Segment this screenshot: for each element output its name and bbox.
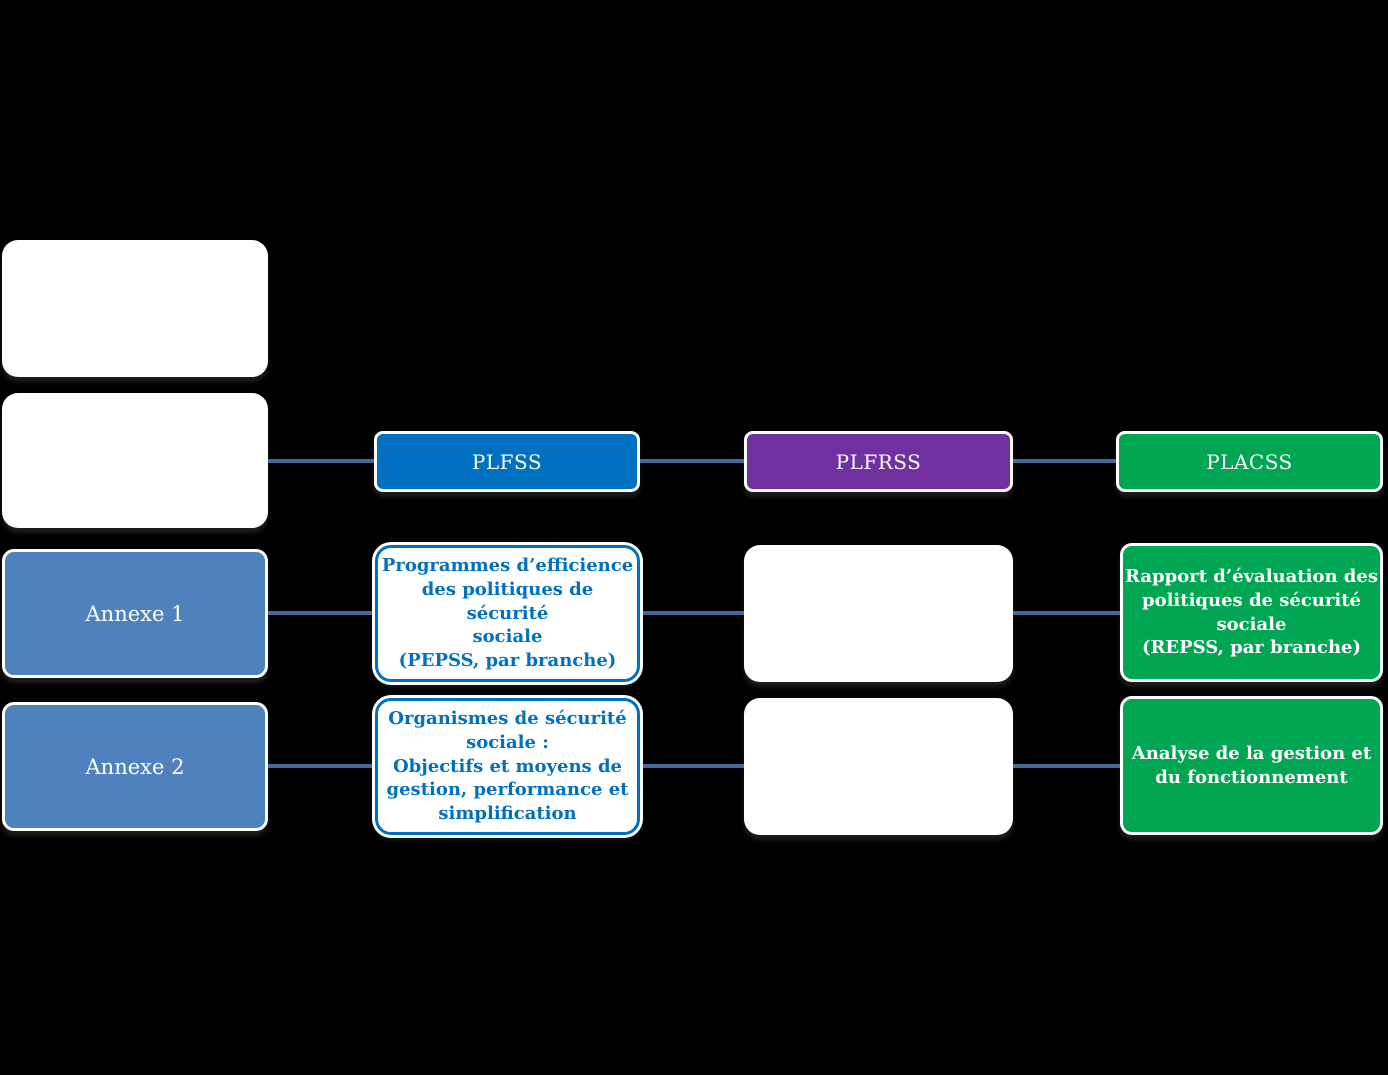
- annexe2-box: Annexe 2: [2, 702, 268, 831]
- annexe1-box: Annexe 1: [2, 549, 268, 678]
- connector-line: [640, 611, 745, 615]
- blank-box-plfrss-annexe1: [744, 545, 1013, 682]
- connector-line: [640, 459, 745, 463]
- plfrss-label: PLFRSS: [835, 449, 922, 474]
- analyse-box: Analyse de la gestion et du fonctionneme…: [1120, 696, 1383, 835]
- pepss-label: Programmes d’efficience des politiques d…: [381, 555, 634, 672]
- connector-line: [1013, 764, 1120, 768]
- connector-line: [268, 764, 375, 768]
- blank-box-header-left: [2, 393, 268, 528]
- blank-box-top-left: [2, 240, 268, 377]
- connector-line: [1013, 459, 1118, 463]
- repss-box: Rapport d’évaluation des politiques de s…: [1120, 543, 1383, 682]
- plfss-label: PLFSS: [471, 449, 543, 474]
- placss-label: PLACSS: [1206, 449, 1293, 474]
- connector-line: [268, 611, 375, 615]
- analyse-label: Analyse de la gestion et du fonctionneme…: [1131, 742, 1372, 788]
- plfss-box: PLFSS: [374, 431, 640, 492]
- annexe2-label: Annexe 2: [85, 754, 185, 779]
- pepss-box: Programmes d’efficience des politiques d…: [375, 545, 640, 682]
- organismes-box: Organismes de sécurité sociale : Objecti…: [375, 698, 640, 835]
- placss-box: PLACSS: [1116, 431, 1383, 492]
- repss-label: Rapport d’évaluation des politiques de s…: [1125, 566, 1378, 659]
- organismes-label: Organismes de sécurité sociale : Objecti…: [386, 708, 629, 825]
- connector-line: [268, 459, 375, 463]
- plfrss-box: PLFRSS: [744, 431, 1013, 492]
- blank-box-plfrss-annexe2: [744, 698, 1013, 835]
- connector-line: [640, 764, 745, 768]
- connector-line: [1013, 611, 1120, 615]
- annexe1-label: Annexe 1: [85, 601, 185, 626]
